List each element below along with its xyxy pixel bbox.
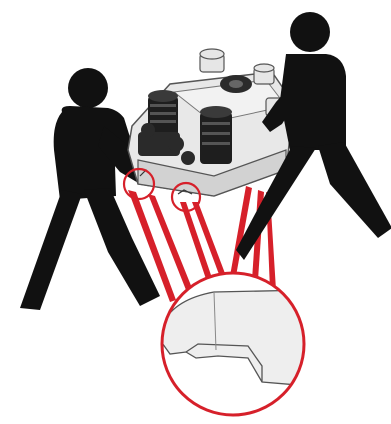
inlet-port-1-cap xyxy=(200,49,224,59)
motor-right-fins-3 xyxy=(202,142,230,145)
person-right-head xyxy=(290,12,330,52)
person-right-leg-front xyxy=(318,142,391,238)
motor-left-fins-3 xyxy=(150,120,176,123)
motor-right-fins xyxy=(202,122,230,125)
person-left-leg-back xyxy=(20,190,82,310)
valve-knob-1 xyxy=(141,123,155,137)
person-left xyxy=(20,68,160,310)
inlet-port-2-cap xyxy=(254,64,274,72)
motor-left-top xyxy=(148,90,178,102)
motor-right-fins-2 xyxy=(202,132,230,135)
motor-right xyxy=(200,106,232,164)
motor-right-body xyxy=(200,112,232,164)
motor-right-top xyxy=(200,106,232,118)
cover-ring-center xyxy=(229,80,243,88)
person-left-head xyxy=(68,68,108,108)
motor-left-fins xyxy=(150,104,176,107)
motor-left-fins-2 xyxy=(150,112,176,115)
zoom-detail xyxy=(160,272,310,416)
valve-knob-3 xyxy=(181,151,195,165)
valve-knob-2 xyxy=(168,136,184,152)
person-left-leg-front xyxy=(84,188,160,306)
